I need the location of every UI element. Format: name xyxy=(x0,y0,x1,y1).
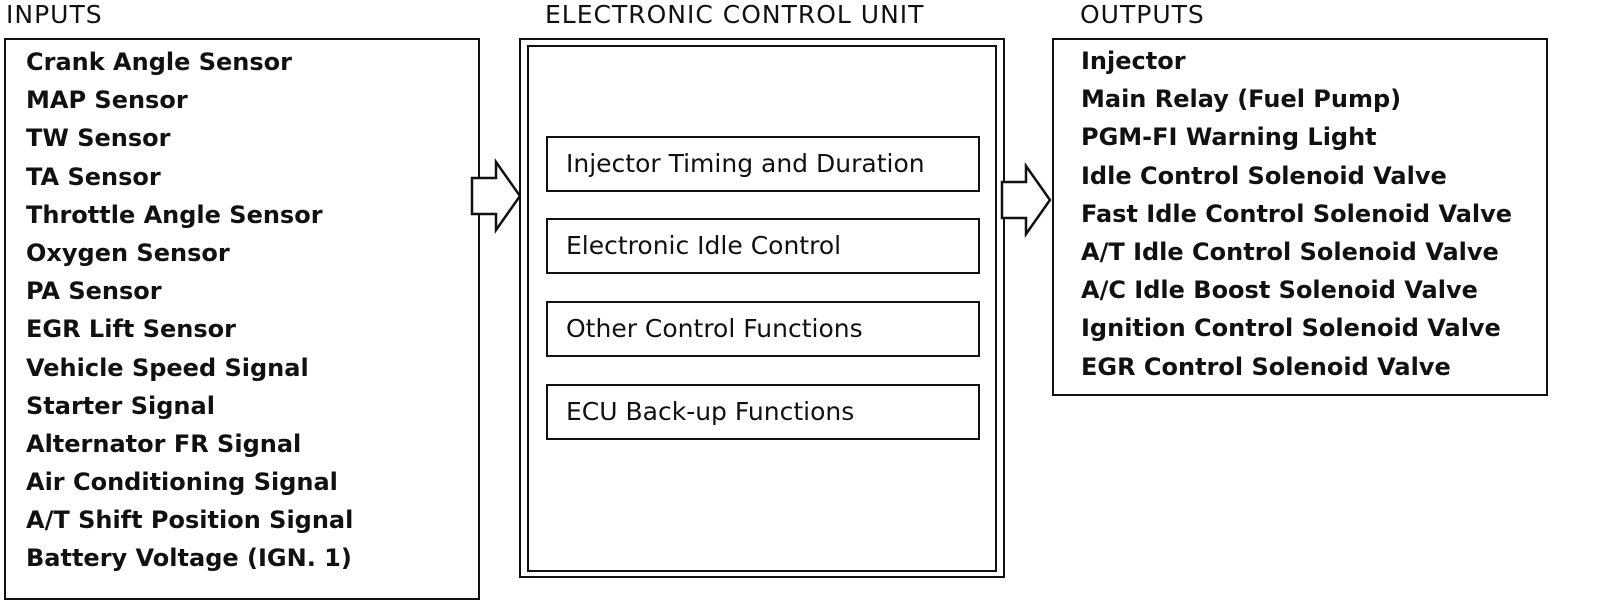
input-item: PA Sensor xyxy=(26,277,162,306)
outputs-box xyxy=(1052,38,1548,396)
input-item: Vehicle Speed Signal xyxy=(26,353,309,382)
input-item: Battery Voltage (IGN. 1) xyxy=(26,544,352,573)
input-item: A/T Shift Position Signal xyxy=(26,506,354,535)
input-item: Oxygen Sensor xyxy=(26,238,230,267)
output-item: Fast Idle Control Solenoid Valve xyxy=(1081,199,1513,228)
input-item: TA Sensor xyxy=(26,162,161,191)
ecu-title: ELECTRONIC CONTROL UNIT xyxy=(545,0,925,29)
input-item: Air Conditioning Signal xyxy=(26,468,338,497)
input-item: Crank Angle Sensor xyxy=(26,48,293,76)
input-item: Starter Signal xyxy=(26,391,215,420)
inputs-title: INPUTS xyxy=(6,0,103,29)
output-item: EGR Control Solenoid Valve xyxy=(1081,352,1451,381)
outputs-title: OUTPUTS xyxy=(1080,0,1205,29)
output-item: A/C Idle Boost Solenoid Valve xyxy=(1081,276,1478,305)
inputs-list: Crank Angle Sensor MAP Sensor TW Sensor … xyxy=(26,43,353,578)
input-item: Alternator FR Signal xyxy=(26,429,302,458)
output-item: PGM-FI Warning Light xyxy=(1081,123,1377,152)
input-item: Throttle Angle Sensor xyxy=(26,200,323,229)
output-item: Main Relay (Fuel Pump) xyxy=(1081,85,1402,114)
output-item: Ignition Control Solenoid Valve xyxy=(1081,314,1501,343)
input-item: MAP Sensor xyxy=(26,86,188,115)
ecu-function-box: Injector Timing and Duration xyxy=(546,136,980,192)
output-item: Injector xyxy=(1081,47,1186,75)
ecu-function-box: ECU Back-up Functions xyxy=(546,384,980,440)
output-item: A/T Idle Control Solenoid Valve xyxy=(1081,237,1499,266)
output-item: Idle Control Solenoid Valve xyxy=(1081,161,1447,190)
ecu-function-box: Electronic Idle Control xyxy=(546,218,980,274)
inputs-box xyxy=(4,38,480,600)
outputs-list: Injector Main Relay (Fuel Pump) PGM-FI W… xyxy=(1081,42,1512,386)
ecu-function-box: Other Control Functions xyxy=(546,301,980,357)
input-item: TW Sensor xyxy=(26,124,171,153)
input-item: EGR Lift Sensor xyxy=(26,315,236,344)
input-arrow-icon xyxy=(470,158,522,234)
output-arrow-icon xyxy=(1000,162,1052,238)
